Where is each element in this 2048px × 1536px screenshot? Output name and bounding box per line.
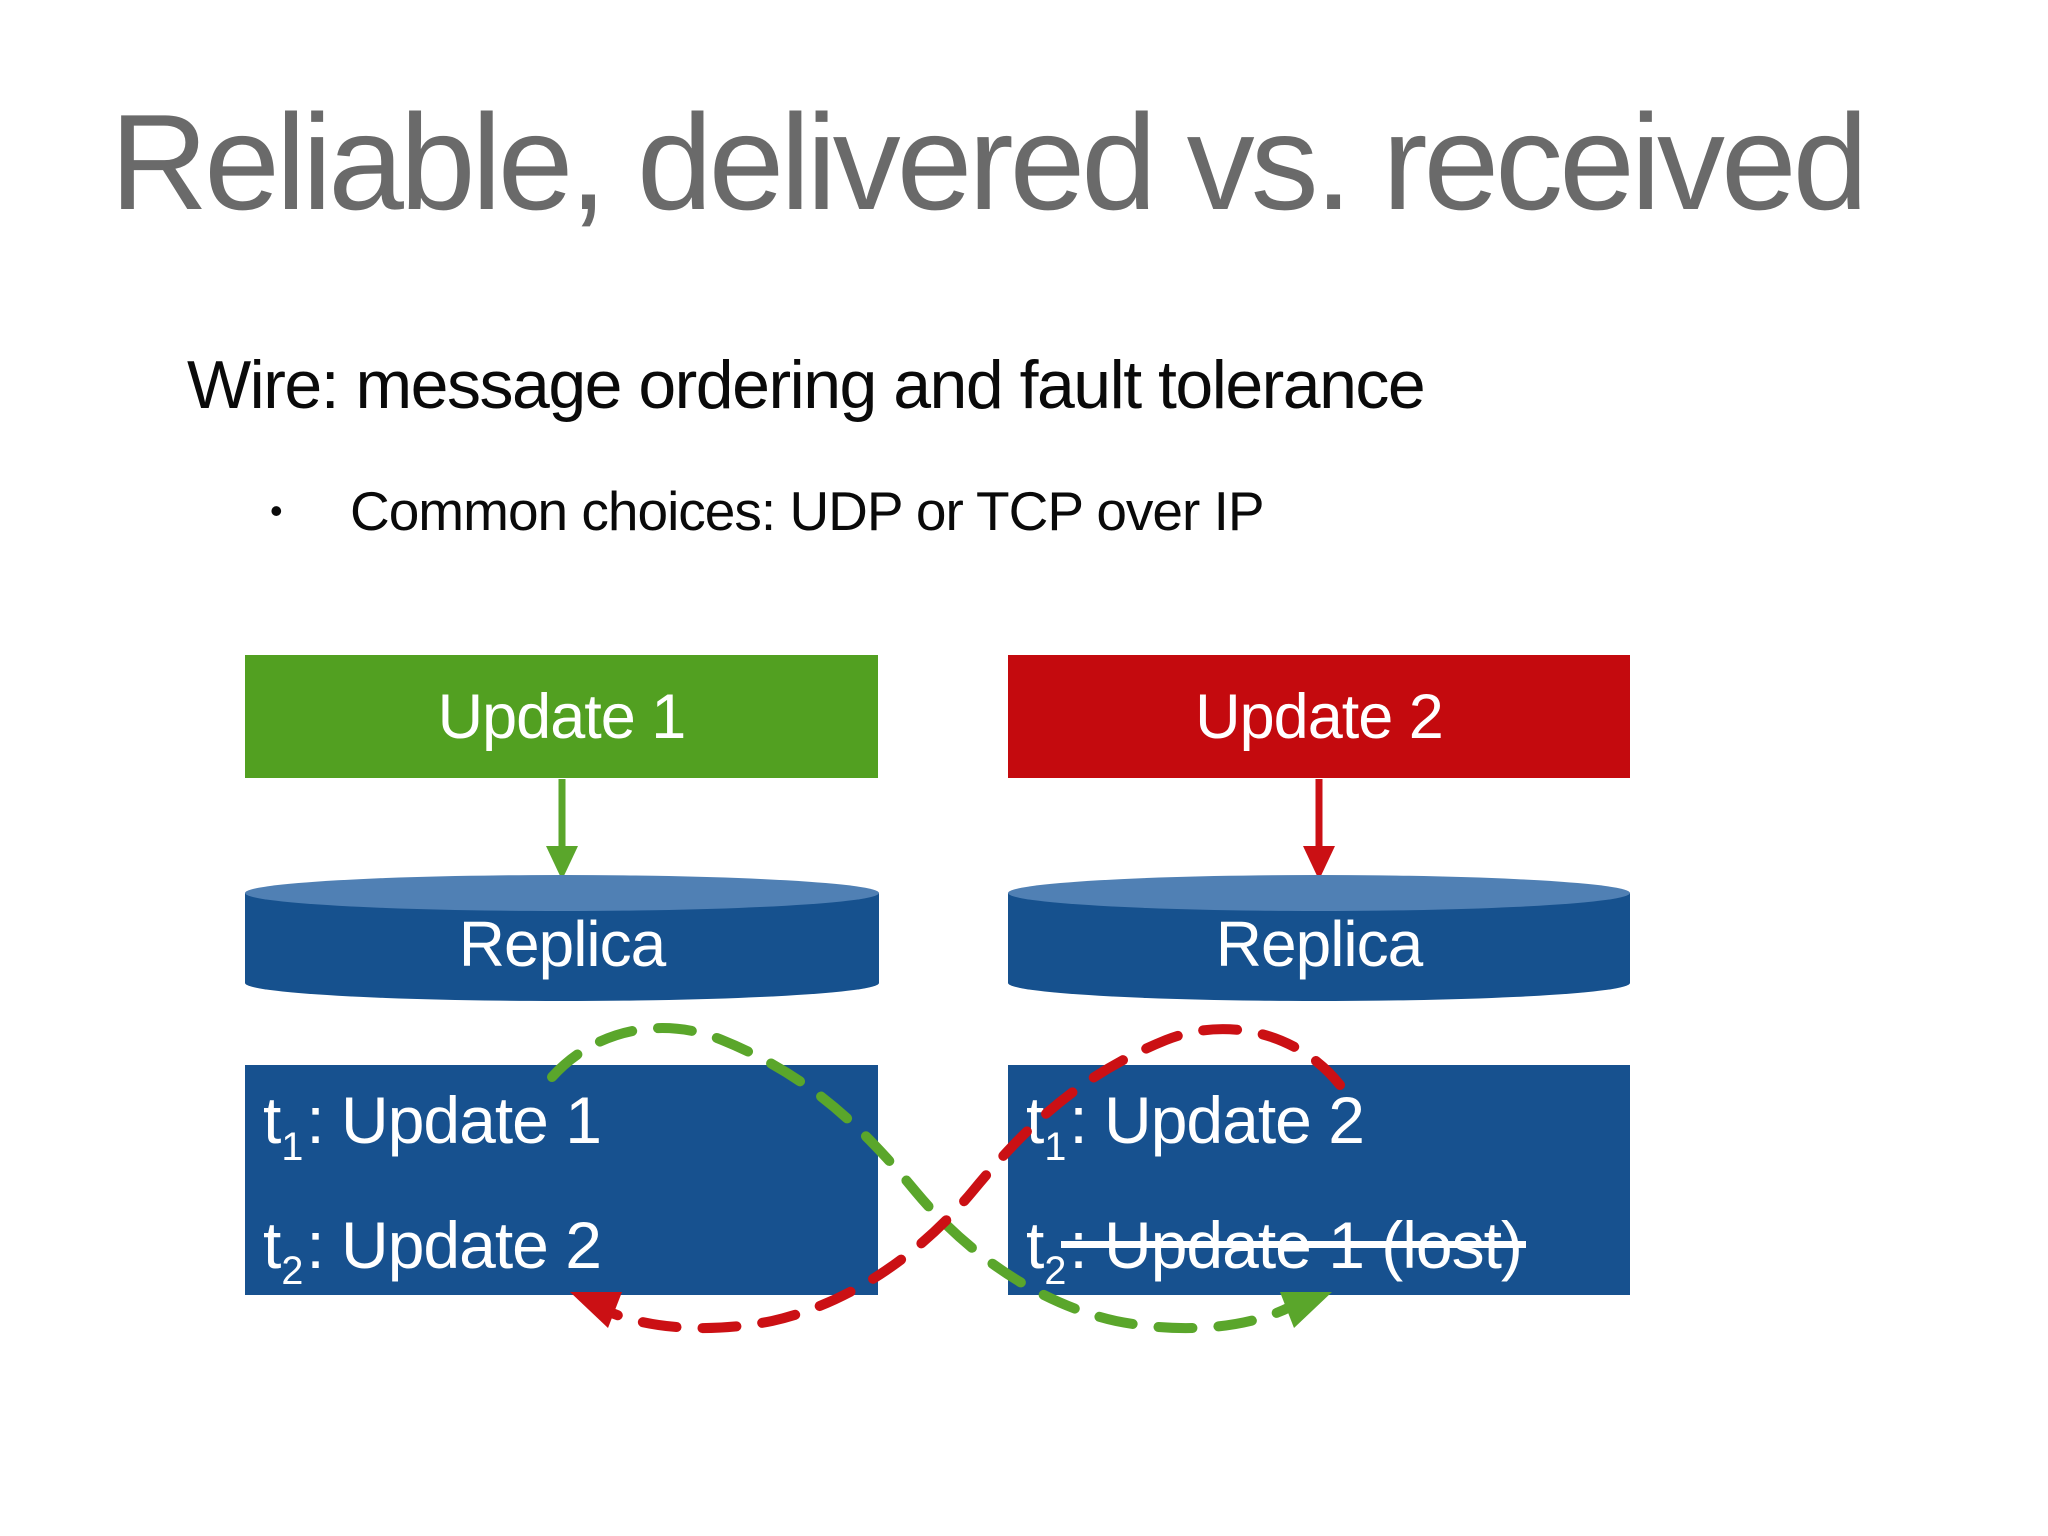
bullet-text: Common choices: UDP or TCP over IP [350,480,1265,542]
red-arrow-head [1303,846,1335,880]
log-line: t2: Update 2 [263,1196,878,1321]
cylinder-body [1008,893,1630,1001]
log-box-left: t1: Update 1 t2: Update 2 [245,1065,878,1295]
update1-box: Update 1 [245,655,878,778]
log-entry: : Update 1 [306,1083,602,1157]
update2-box: Update 2 [1008,655,1630,778]
replica-label-right: Replica [1216,908,1424,980]
log-entry: : Update 2 [306,1207,602,1282]
log-line: t1: Update 1 [263,1071,878,1196]
timestamp-subscript: 2 [281,1249,303,1294]
timestamp-subscript: 1 [281,1124,303,1169]
timestamp: t [1026,1083,1044,1157]
bullet-icon: • [270,490,283,531]
cylinder-body [245,893,879,1001]
timestamp: t [263,1207,281,1282]
slide-subtitle: Wire: message ordering and fault toleran… [187,347,1426,423]
timestamp-subscript: 1 [1044,1124,1066,1169]
green-arrow-head [546,846,578,880]
log-entry-lost: : Update 1 (lost) [1069,1207,1523,1282]
update2-label: Update 2 [1195,681,1444,752]
update1-label: Update 1 [437,681,687,752]
replica-label-left: Replica [459,908,667,980]
cylinder-top [245,875,879,911]
log-line: t2: Update 1 (lost) [1026,1196,1630,1321]
slide-title: Reliable, delivered vs. received [110,86,1868,238]
log-entry: : Update 2 [1069,1083,1365,1157]
timestamp: t [263,1083,281,1157]
timestamp-subscript: 2 [1044,1249,1066,1294]
log-line: t1: Update 2 [1026,1071,1630,1196]
replica-cylinder-right: Replica [1008,875,1630,1001]
cylinder-top [1008,875,1630,911]
log-box-right: t1: Update 2 t2: Update 1 (lost) [1008,1065,1630,1295]
timestamp: t [1026,1207,1044,1282]
replica-cylinder-left: Replica [245,875,879,1001]
bullet-line: • Common choices: UDP or TCP over IP [270,478,1265,544]
